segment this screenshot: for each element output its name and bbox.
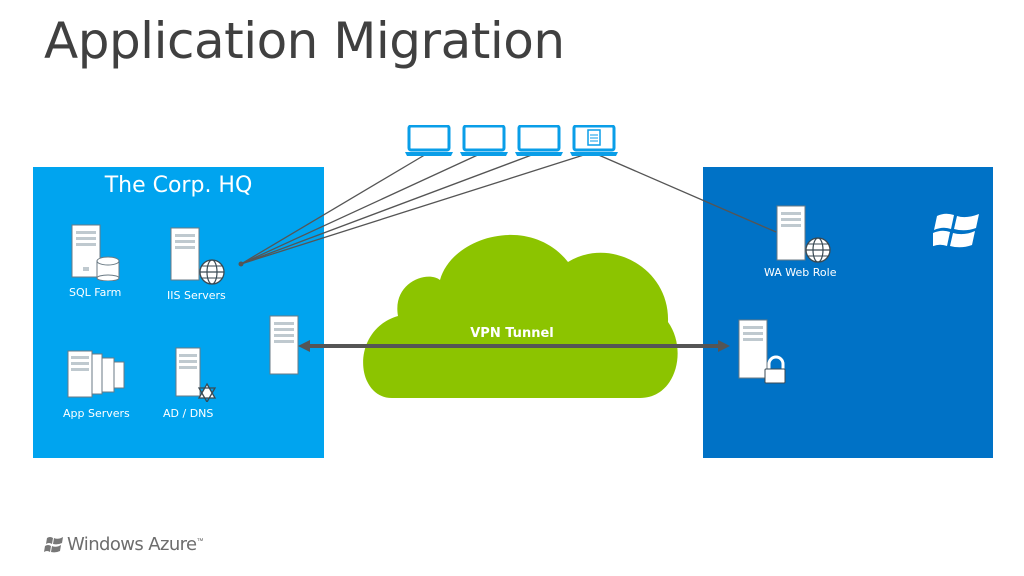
connector-laptop-1 (240, 152, 429, 265)
windows-azure-logo-text: Windows Azure (67, 534, 197, 555)
connector-laptop-4 (240, 152, 591, 265)
connector-laptop-2 (240, 152, 483, 265)
hq-gateway-server-icon (269, 315, 299, 375)
connector-laptop-3 (240, 152, 538, 265)
corp-hq-panel: The Corp. HQ (33, 167, 324, 458)
app-servers-label: App Servers (63, 407, 130, 420)
corp-hq-title: The Corp. HQ (104, 173, 253, 198)
trademark-symbol: ™ (196, 538, 204, 545)
laptop-icon (515, 125, 563, 156)
vpn-tunnel-arrow (298, 340, 730, 352)
vpn-tunnel-label: VPN Tunnel (470, 326, 554, 341)
slide-title: Application Migration (44, 12, 565, 70)
laptop-document-icon (570, 125, 618, 156)
laptop-icon (405, 125, 453, 156)
windows-logo-icon (933, 213, 979, 248)
ad-dns-label: AD / DNS (163, 407, 214, 420)
windows-azure-flag-icon (44, 536, 63, 552)
sql-farm-icon (71, 224, 120, 281)
iis-servers-icon (170, 227, 225, 285)
laptop-icon (460, 125, 508, 156)
web-role-icon (776, 205, 831, 263)
ad-dns-icon (175, 347, 217, 402)
connector-web-role (593, 152, 777, 233)
iis-servers-label: IIS Servers (167, 289, 226, 302)
app-servers-icon (67, 350, 125, 398)
sql-farm-label: SQL Farm (69, 286, 122, 299)
web-role-label: WA Web Role (764, 266, 837, 279)
secure-server-icon (738, 319, 786, 384)
